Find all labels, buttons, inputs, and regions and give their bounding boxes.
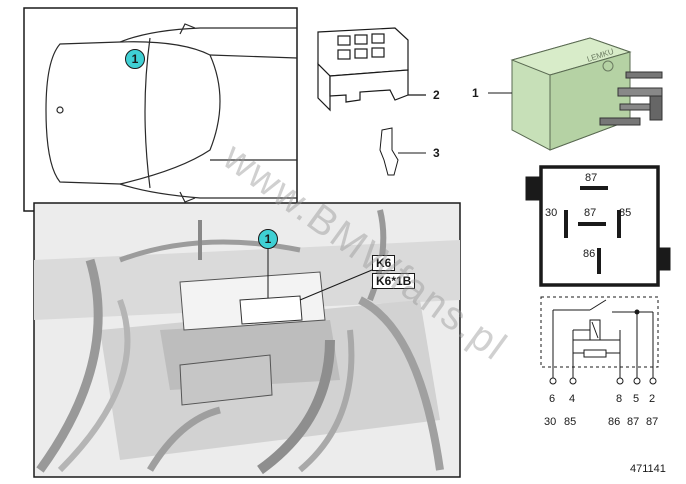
pinout-label-right: 85 — [619, 207, 632, 219]
engine-bay-photo — [33, 202, 461, 478]
circuit-terminal-87a: 87 — [627, 416, 640, 428]
circuit-terminal-30: 30 — [544, 416, 557, 428]
circuit-pin-5: 5 — [633, 393, 640, 405]
circuit-terminal-86: 86 — [608, 416, 621, 428]
relay-ref-k6: K6 — [372, 255, 396, 271]
circuit-pin-6: 6 — [549, 393, 556, 405]
circuit-pin-8: 8 — [616, 393, 623, 405]
car-panel-frame — [23, 7, 298, 212]
callout-car-relay-location: 1 — [125, 49, 145, 69]
terminal-pin-drawing — [379, 127, 426, 176]
relay-socket-drawing — [317, 27, 426, 112]
relay-ref-k6b: K6*1B — [372, 273, 416, 289]
pinout-label-left: 30 — [545, 207, 558, 219]
relay-drawing: LEMKU — [488, 37, 663, 151]
part-label-relay: 1 — [472, 86, 479, 100]
callout-engine-relay-location: 1 — [258, 229, 278, 249]
part-label-socket: 2 — [433, 88, 440, 102]
relay-circuit-schematic — [540, 296, 659, 385]
diagram-number: 471141 — [630, 463, 666, 475]
pinout-label-bottom: 86 — [583, 248, 596, 260]
circuit-terminal-87b: 87 — [646, 416, 659, 428]
circuit-pin-2: 2 — [649, 393, 656, 405]
pinout-label-top: 87 — [585, 172, 598, 184]
circuit-terminal-85: 85 — [564, 416, 577, 428]
circuit-pin-4: 4 — [569, 393, 576, 405]
part-label-terminal: 3 — [433, 146, 440, 160]
relay-pinout-box — [525, 165, 671, 287]
car-top-view — [45, 23, 298, 203]
pinout-label-middle: 87 — [584, 207, 597, 219]
